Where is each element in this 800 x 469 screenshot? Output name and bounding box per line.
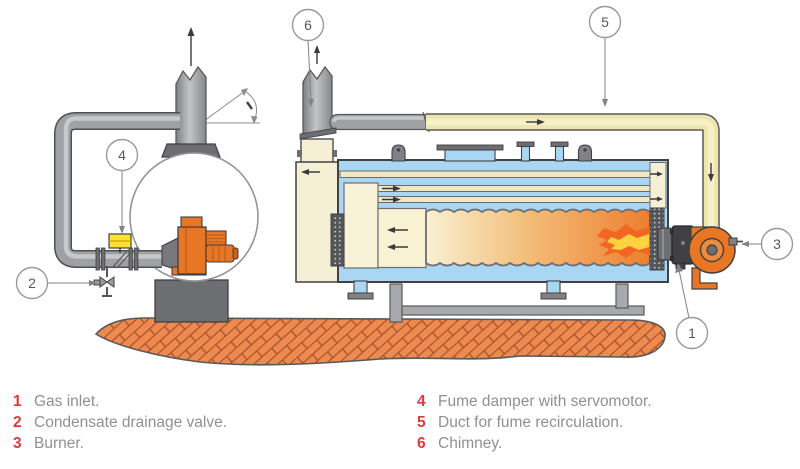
boiler-diagram: 6 5 4 2 3 1 — [15, 5, 794, 366]
legend-column-right: 4 Fume damper with servomotor. 5 Duct fo… — [417, 391, 652, 454]
legend-number: 5 — [417, 414, 426, 431]
flue-exit-arrow — [187, 27, 195, 66]
callout-2: 2 — [15, 266, 97, 300]
callouts: 6 5 4 2 3 1 — [15, 5, 794, 350]
callout-2-number: 2 — [28, 275, 36, 291]
callout-1: 1 — [675, 263, 709, 350]
support-frame — [389, 283, 645, 323]
legend-label: Condensate drainage valve. — [34, 414, 228, 431]
boiler-feet — [347, 280, 567, 300]
legend-number: 6 — [417, 435, 426, 452]
flue-pipe — [329, 111, 430, 133]
fire-tubes — [339, 170, 653, 203]
furnace-front — [377, 207, 427, 269]
legend-number: 4 — [417, 393, 426, 410]
callout-5-number: 5 — [601, 14, 609, 30]
legend-label: Chimney. — [438, 435, 503, 452]
left-recirculation-pipe — [54, 112, 180, 268]
callout-4: 4 — [105, 138, 139, 234]
left-burner — [161, 216, 239, 276]
fume-recirculation-duct — [426, 113, 720, 246]
fume-damper-servomotor — [108, 233, 134, 269]
legend-number: 2 — [13, 414, 22, 431]
legend-item-2: 2 Condensate drainage valve. — [13, 412, 227, 433]
legend-label: Fume damper with servomotor. — [438, 393, 652, 410]
legend-item-6: 6 Chimney. — [417, 433, 652, 454]
legend-item-4: 4 Fume damper with servomotor. — [417, 391, 652, 412]
legend-label: Burner. — [34, 435, 84, 452]
legend-column-left: 1 Gas inlet. 2 Condensate drainage valve… — [13, 391, 227, 454]
legend-item-1: 1 Gas inlet. — [13, 391, 227, 412]
flow-arrows — [301, 169, 663, 250]
left-boiler-unit — [54, 27, 260, 323]
legend-number: 3 — [13, 435, 22, 452]
brick-ground — [94, 317, 666, 366]
diagram-canvas: 6 5 4 2 3 1 — [15, 5, 794, 366]
legend-item-5: 5 Duct for fume recirculation. — [417, 412, 652, 433]
legend-label: Duct for fume recirculation. — [438, 414, 624, 431]
callout-6: 6 — [291, 8, 325, 107]
boiler-pedestal — [154, 279, 229, 323]
callout-3-number: 3 — [773, 236, 781, 252]
callout-1-number: 1 — [688, 325, 696, 341]
callout-3: 3 — [741, 227, 794, 261]
legend-number: 1 — [13, 393, 22, 410]
right-boiler-unit — [295, 45, 743, 323]
legend-label: Gas inlet. — [34, 393, 100, 410]
chimney-joint — [297, 127, 337, 165]
reversal-chamber — [343, 182, 379, 269]
right-burner — [657, 225, 743, 290]
front-tube-plate — [330, 213, 345, 267]
shell-top-fittings — [391, 141, 593, 162]
rear-chamber — [649, 162, 667, 209]
callout-4-number: 4 — [118, 147, 126, 163]
callout-6-number: 6 — [304, 17, 312, 33]
left-chimney — [175, 65, 207, 147]
callout-5: 5 — [588, 5, 622, 107]
right-chimney — [302, 45, 333, 137]
condensate-drainage-valve — [93, 266, 115, 297]
legend-item-3: 3 Burner. — [13, 433, 227, 454]
burner-flame — [597, 224, 650, 258]
